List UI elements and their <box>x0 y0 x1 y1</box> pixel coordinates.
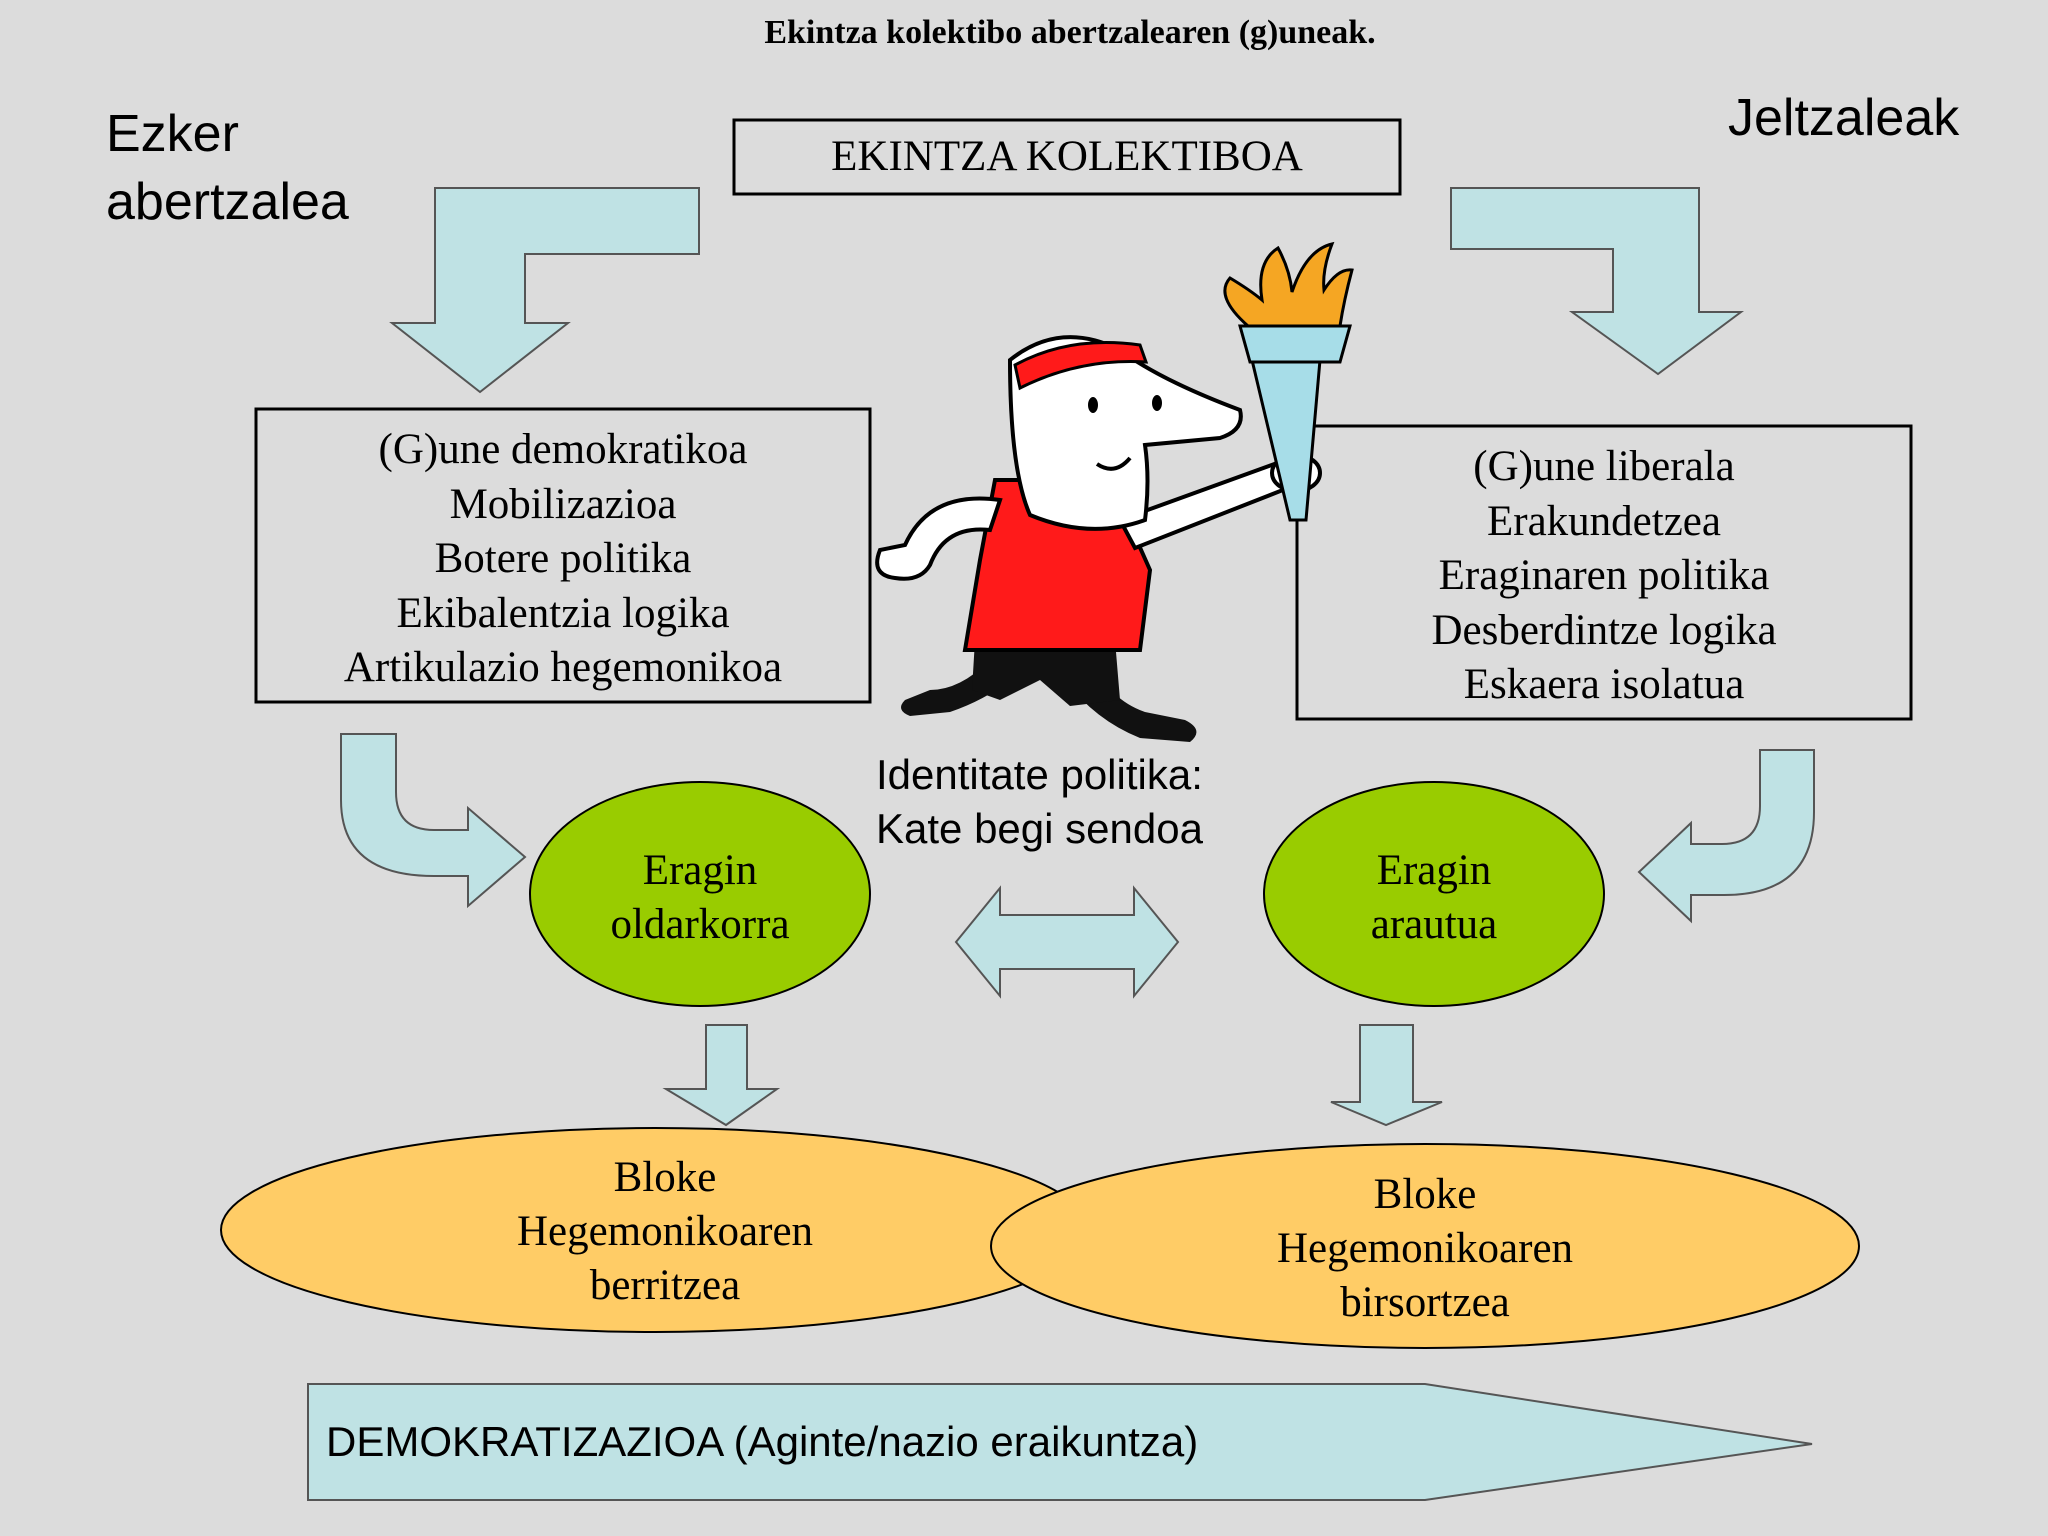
page-title: Ekintza kolektibo abertzalearen (g)uneak… <box>764 14 1376 51</box>
left-box-line-3: Botere politika <box>434 535 692 582</box>
left-green-line-2: oldarkorra <box>610 901 790 948</box>
left-green-line-1: Eragin <box>642 847 758 894</box>
left-curved-arrow <box>340 733 527 909</box>
identity-line-2: Kate begi sendoa <box>876 805 1203 852</box>
banner-label: DEMOKRATIZAZIOA (Aginte/nazio eraikuntza… <box>326 1418 1199 1465</box>
right-orange-line-3: birsortzea <box>1340 1279 1510 1326</box>
left-side-heading-line-2: abertzalea <box>106 173 349 231</box>
left-orange-text: Bloke Hegemonikoaren berritzea <box>410 1151 920 1313</box>
right-box-line-5: Eskaera isolatua <box>1463 661 1745 708</box>
right-box-line-1: (G)une liberala <box>1473 443 1735 490</box>
left-down-arrow <box>662 1024 781 1127</box>
left-box-line-2: Mobilizazioa <box>449 480 677 528</box>
left-box-text: (G)une demokratikoa Mobilizazioa Botere … <box>256 423 870 696</box>
right-side-heading: Jeltzaleak <box>1728 89 1960 147</box>
right-green-line-2: arautua <box>1370 901 1498 948</box>
right-green-text: Eragin arautua <box>1264 844 1604 952</box>
identity-label: Identitate politika: Kate begi sendoa <box>876 748 1203 856</box>
left-box-line-5: Artikulazio hegemonikoa <box>343 644 783 691</box>
right-down-arrow <box>1330 1024 1443 1127</box>
right-orange-text: Bloke Hegemonikoaren birsortzea <box>1170 1168 1680 1330</box>
right-box-text: (G)une liberala Erakundetzea Eraginaren … <box>1297 440 1911 713</box>
top-box <box>732 118 1402 196</box>
right-orange-line-2: Hegemonikoaren <box>1276 1225 1574 1272</box>
banner-arrow <box>307 1383 1813 1501</box>
left-green-ellipse <box>529 781 871 1007</box>
right-orange-ellipse <box>990 1143 1860 1349</box>
left-orange-line-2: Hegemonikoaren <box>516 1208 814 1255</box>
top-box-label: EKINTZA KOLEKTIBOA <box>831 133 1303 180</box>
right-green-line-1: Eragin <box>1376 847 1492 894</box>
left-side-heading-line-1: Ezker <box>106 105 239 163</box>
right-green-ellipse <box>1263 781 1605 1007</box>
left-box <box>254 407 872 704</box>
right-box-line-4: Desberdintze logika <box>1431 606 1777 654</box>
left-box-line-1: (G)une demokratikoa <box>378 426 748 473</box>
left-green-text: Eragin oldarkorra <box>530 844 870 952</box>
double-arrow <box>954 885 1180 999</box>
left-orange-line-1: Bloke <box>613 1154 717 1201</box>
right-box <box>1295 424 1913 721</box>
left-side-heading: Ezker abertzalea <box>106 100 349 236</box>
right-box-line-3: Eraginaren politika <box>1438 552 1770 599</box>
left-box-line-4: Ekibalentzia logika <box>396 589 730 637</box>
right-top-arrow <box>1450 187 1745 376</box>
right-curved-arrow <box>1637 749 1815 924</box>
identity-line-1: Identitate politika: <box>876 751 1203 798</box>
right-orange-line-1: Bloke <box>1373 1171 1477 1218</box>
right-box-line-2: Erakundetzea <box>1487 497 1721 545</box>
left-top-arrow <box>389 187 700 394</box>
left-orange-line-3: berritzea <box>589 1262 741 1309</box>
torch-runner-icon <box>875 241 1354 742</box>
